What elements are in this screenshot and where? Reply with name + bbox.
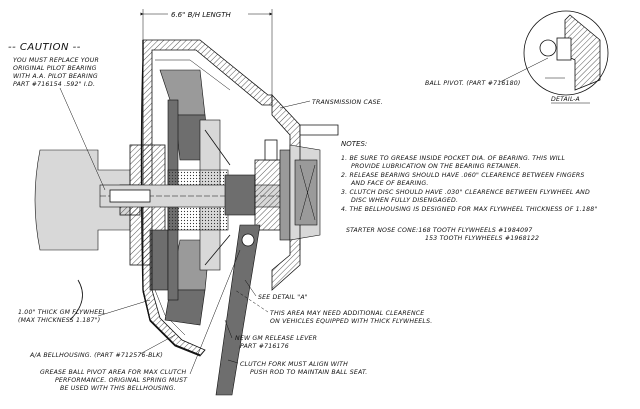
see-detail-label: SEE DETAIL "A"	[258, 294, 308, 301]
clearance-note-line: THIS AREA MAY NEED ADDITIONAL CLEARENCE	[270, 310, 424, 317]
caution-title: -- CAUTION --	[8, 42, 81, 53]
note-line: 1. BE SURE TO GREASE INSIDE POCKET DIA. …	[341, 155, 565, 162]
bellhousing-label: A/A BELLHOUSING. (PART #712576-BLK)	[29, 352, 163, 359]
note-line: 4. THE BELLHOUSING IS DESIGNED FOR MAX F…	[341, 206, 597, 213]
notes-title: NOTES:	[341, 140, 367, 148]
notes: NOTES: 1. BE SURE TO GREASE INSIDE POCKE…	[341, 140, 597, 213]
grease-label-line: BE USED WITH THIS BELLHOUSING.	[60, 385, 176, 392]
caution-line: YOU MUST REPLACE YOUR	[13, 57, 99, 64]
flywheel-label-line: 1.00" THICK GM FLYWHEEL	[18, 309, 106, 316]
release-lever-label-line: NEW GM RELEASE LEVER	[235, 335, 317, 342]
clutch-fork-label-line: PUSH ROD TO MAINTAIN BALL SEAT.	[250, 369, 367, 376]
detail-a: DETAIL-A	[523, 10, 609, 104]
note-line: 2. RELEASE BEARING SHOULD HAVE .060" CLE…	[341, 172, 585, 179]
release-bearing	[254, 139, 291, 241]
clearance-note-line: ON VEHICLES EQUIPPED WITH THICK FLYWHEEL…	[270, 318, 432, 325]
note-line: AND FACE OF BEARING.	[350, 180, 429, 187]
flywheel-label-line: (MAX THICKNESS 1.187")	[18, 317, 100, 324]
clutch-fork	[215, 224, 261, 396]
starter-nose-line1: STARTER NOSE CONE:168 TOOTH FLYWHEELS #1…	[346, 227, 533, 234]
caution-line: ORIGINAL PILOT BEARING	[13, 65, 97, 72]
caution-line: WITH A.A. PILOT BEARING	[13, 73, 98, 80]
note-line: 3. CLUTCH DISC SHOULD HAVE .030" CLEAREN…	[341, 189, 590, 196]
starter-nose-line2: 153 TOOTH FLYWHEELS #1968122	[425, 235, 539, 242]
transmission-case-label: TRANSMISSION CASE.	[312, 99, 383, 106]
release-lever-label-line: PART #716176	[240, 343, 289, 350]
bellhousing	[140, 39, 273, 357]
input-shaft	[99, 174, 291, 216]
grease-label-line: GREASE BALL PIVOT AREA FOR MAX CLUTCH	[40, 369, 186, 376]
grease-label-line: PERFORMANCE. ORIGINAL SPRING MUST	[55, 377, 188, 384]
crankshaft	[34, 149, 131, 321]
dimension-label: 6.6" B/H LENGTH	[171, 11, 231, 19]
ball-pivot-label: BALL PIVOT. (PART #716180)	[425, 80, 521, 87]
clutch-fork-label-line: CLUTCH FORK MUST ALIGN WITH	[240, 361, 348, 368]
caution-line: PART #716154 .592" I.D.	[13, 81, 95, 88]
note-line: PROVIDE LUBRICATION ON THE BEARING RETAI…	[351, 163, 521, 170]
transmission-case	[271, 93, 339, 291]
note-line: DISC WHEN FULLY DISENGAGED.	[351, 197, 458, 204]
detail-a-label: DETAIL-A	[551, 96, 580, 103]
dimension-line: 6.6" B/H LENGTH	[140, 9, 273, 95]
caution-block: -- CAUTION -- YOU MUST REPLACE YOUR ORIG…	[8, 42, 106, 191]
